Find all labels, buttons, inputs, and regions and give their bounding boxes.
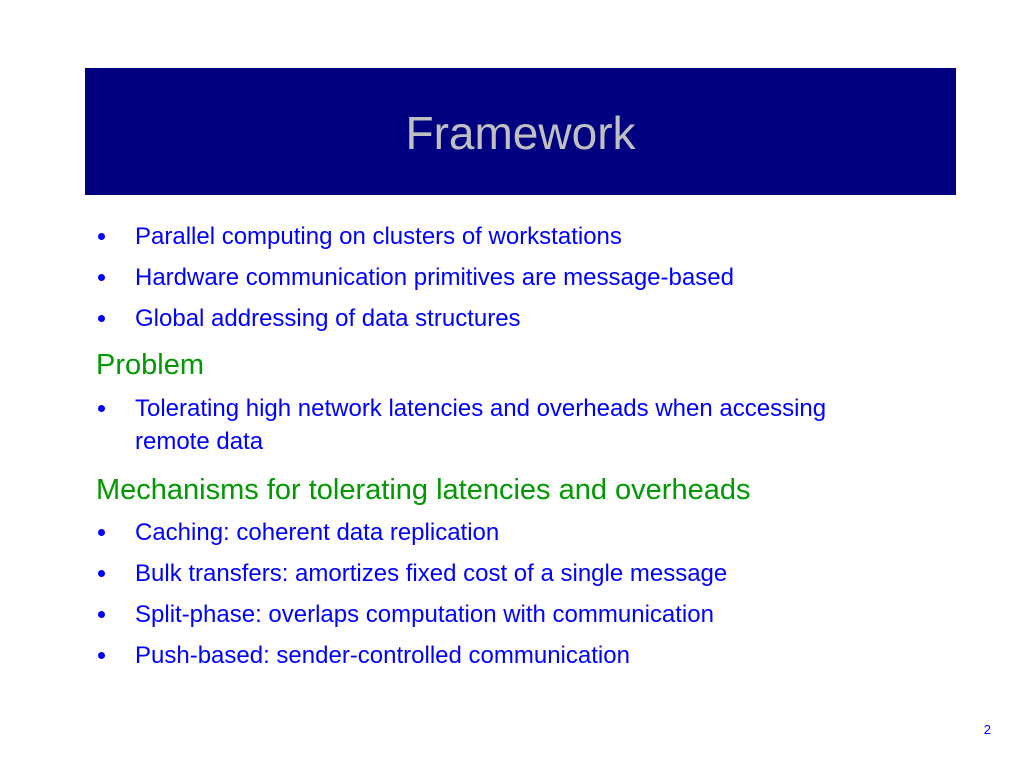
bullet-text: Split-phase: overlaps computation with c… bbox=[135, 601, 714, 628]
problem-bullet-list: Tolerating high network latencies and ov… bbox=[96, 392, 926, 466]
bullet-text: Push-based: sender-controlled communicat… bbox=[135, 642, 630, 669]
bullet-text: Global addressing of data structures bbox=[135, 305, 521, 332]
bullet-text: Bulk transfers: amortizes fixed cost of … bbox=[135, 560, 728, 587]
mechanisms-heading: Mechanisms for tolerating latencies and … bbox=[96, 474, 751, 506]
bullet-icon bbox=[98, 529, 105, 536]
bullet-text: Tolerating high network latencies and ov… bbox=[135, 395, 827, 455]
bullet-icon bbox=[98, 274, 105, 281]
slide-title: Framework bbox=[405, 106, 636, 159]
bullet-icon bbox=[98, 233, 105, 240]
problem-heading: Problem bbox=[96, 349, 204, 381]
bullet-icon bbox=[98, 405, 105, 412]
bullet-text: Hardware communication primitives are me… bbox=[135, 264, 734, 291]
intro-bullet-list: Parallel computing on clusters of workst… bbox=[96, 220, 926, 343]
bullet-text: Parallel computing on clusters of workst… bbox=[135, 223, 622, 250]
list-item: Tolerating high network latencies and ov… bbox=[96, 392, 855, 458]
list-item: Push-based: sender-controlled communicat… bbox=[96, 639, 926, 672]
list-item: Global addressing of data structures bbox=[96, 302, 926, 335]
bullet-icon bbox=[98, 611, 105, 618]
list-item: Hardware communication primitives are me… bbox=[96, 261, 926, 294]
bullet-icon bbox=[98, 570, 105, 577]
title-bar: Framework bbox=[85, 68, 956, 195]
list-item: Split-phase: overlaps computation with c… bbox=[96, 598, 926, 631]
mechanisms-bullet-list: Caching: coherent data replication Bulk … bbox=[96, 516, 926, 680]
bullet-icon bbox=[98, 315, 105, 322]
list-item: Parallel computing on clusters of workst… bbox=[96, 220, 926, 253]
list-item: Bulk transfers: amortizes fixed cost of … bbox=[96, 557, 926, 590]
bullet-icon bbox=[98, 652, 105, 659]
bullet-text: Caching: coherent data replication bbox=[135, 519, 500, 546]
list-item: Caching: coherent data replication bbox=[96, 516, 926, 549]
page-number: 2 bbox=[983, 722, 991, 737]
